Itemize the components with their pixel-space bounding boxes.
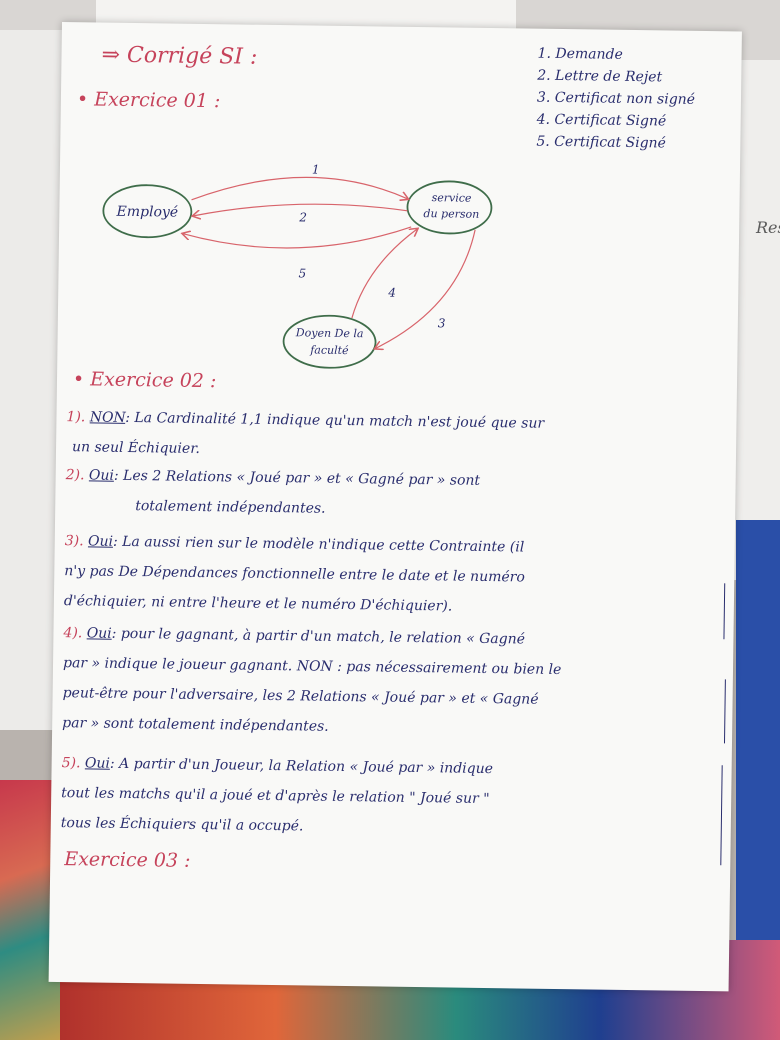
arrow-3 (375, 229, 476, 349)
answer-text: : La Cardinalité 1,1 indique qu'un match… (125, 409, 545, 432)
background-edge-text: Res (756, 218, 780, 237)
arrow-2 (193, 203, 408, 218)
arrow-5-label: 5 (298, 266, 306, 280)
node-service-label-2: du person (423, 207, 479, 221)
margin-bracket (714, 765, 723, 866)
legend-item: 1. Demande (537, 45, 623, 63)
page-title: ⇒ Corrigé SI : (101, 42, 258, 70)
answer-number: 1). (66, 409, 90, 426)
flow-diagram: Employé service du person Doyen De la fa… (102, 163, 493, 369)
margin-bracket (717, 679, 726, 744)
answer-text: : pour le gagnant, à partir d'un match, … (111, 625, 526, 648)
exercise-2-heading: • Exercice 02 : (72, 368, 217, 393)
node-service-label-1: service (432, 191, 472, 205)
arrow-3-label: 3 (438, 316, 446, 330)
answer-tag: Oui (87, 533, 114, 550)
answer-4: 4). Oui: pour le gagnant, à partir d'un … (62, 618, 724, 747)
answer-tag: NON (89, 409, 126, 426)
answer-2: 2). Oui: Les 2 Relations « Joué par » et… (65, 460, 726, 529)
exercise-1-heading: • Exercice 01 : (76, 88, 221, 113)
answer-number: 3). (64, 533, 89, 550)
legend: 1. Demande 2. Lettre de Rejet 3. Certifi… (536, 43, 696, 155)
answer-3: 3). Oui: La aussi rien sur le modèle n'i… (64, 526, 725, 625)
legend-item: 2. Lettre de Rejet (537, 67, 663, 86)
legend-item: 5. Certificat Signé (536, 133, 667, 152)
answer-tag: Oui (88, 467, 115, 484)
answer-tag: Oui (84, 755, 111, 772)
arrow-4 (351, 228, 417, 319)
arrow-5 (183, 226, 412, 249)
exercise-3-heading: Exercice 03 : (64, 848, 191, 872)
arrow-1-label: 1 (312, 163, 320, 177)
arrow-1 (191, 176, 408, 203)
arrow-4-label: 4 (387, 286, 396, 300)
answer-tag: Oui (86, 625, 112, 642)
answer-number: 4). (63, 625, 87, 642)
answer-text: : A partir d'un Joueur, la Relation « Jo… (109, 755, 494, 778)
legend-item: 4. Certificat Signé (536, 111, 667, 130)
node-service-ellipse (406, 180, 493, 235)
node-doyen-label-1: Doyen De la (295, 326, 364, 340)
answer-number: 2). (65, 467, 90, 484)
answer-text: : La aussi rien sur le modèle n'indique … (112, 533, 525, 556)
answer-text: : Les 2 Relations « Joué par » et « Gagn… (113, 467, 481, 489)
notebook-page: ⇒ Corrigé SI : • Exercice 01 : 1. Demand… (48, 22, 742, 992)
legend-item: 3. Certificat non signé (536, 89, 696, 108)
answer-5: 5). Oui: A partir d'un Joueur, la Relati… (61, 748, 722, 847)
node-doyen-label-2: faculté (309, 343, 349, 357)
answer-number: 5). (61, 755, 86, 772)
node-employe-label: Employé (115, 204, 178, 221)
arrow-2-label: 2 (298, 210, 307, 224)
background-blue-book (736, 520, 780, 940)
node-doyen-ellipse (282, 314, 377, 369)
